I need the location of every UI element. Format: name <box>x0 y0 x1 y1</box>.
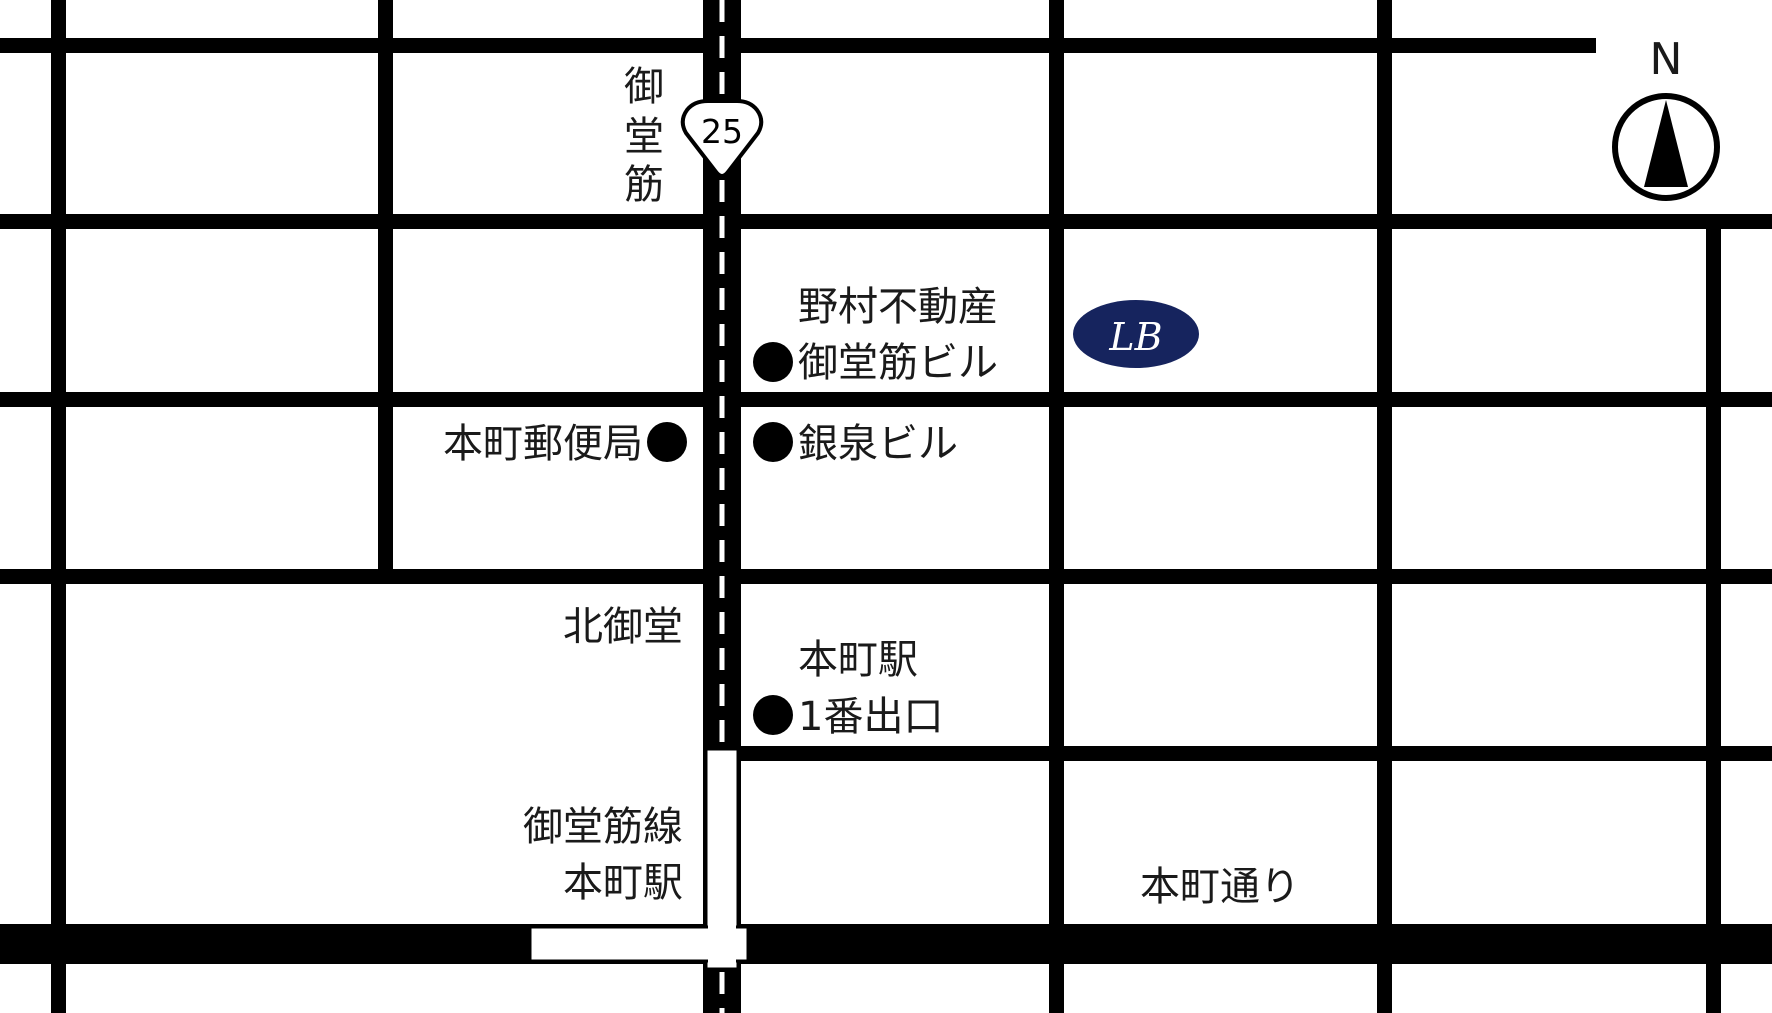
location-dot-icon <box>647 422 687 462</box>
area-label-kita-mido: 北御堂 <box>563 604 683 650</box>
logo-text: LB <box>1108 315 1162 359</box>
station-name-label: 本町駅 <box>563 860 683 906</box>
ginsen-label: 銀泉ビル <box>798 421 958 467</box>
route-number: 25 <box>701 112 743 151</box>
route-25-shield: 25 <box>680 99 764 178</box>
midosuji-char-1: 御 <box>624 64 664 110</box>
street-v2 <box>378 0 393 576</box>
north-arrow-icon: N <box>1612 34 1720 201</box>
landmark-post-office: 本町郵便局 <box>443 421 687 467</box>
landmark-ginsen-building: 銀泉ビル <box>753 421 958 467</box>
street-h4 <box>0 569 1772 584</box>
street-honmachi-dori <box>0 924 1772 964</box>
lb-logo: LB <box>1073 300 1199 368</box>
location-dot-icon <box>753 695 793 735</box>
landmark-nomura-building: 野村不動産 御堂筋ビル <box>753 284 998 386</box>
midosuji-char-2: 堂 <box>624 114 664 160</box>
station-line-label: 御堂筋線 <box>523 804 683 850</box>
north-label: N <box>1650 34 1683 85</box>
location-dot-icon <box>753 422 793 462</box>
nomura-label-line2: 御堂筋ビル <box>798 340 998 386</box>
street-h1 <box>0 38 1596 53</box>
street-v1 <box>51 0 66 1013</box>
midosuji-char-3: 筋 <box>624 162 664 208</box>
post-office-label: 本町郵便局 <box>443 421 643 467</box>
street-h2 <box>0 214 1772 229</box>
exit-label-line1: 本町駅 <box>798 637 918 683</box>
street-v6 <box>1706 222 1721 1013</box>
street-h5 <box>730 746 1772 761</box>
street-v5 <box>1377 0 1392 1013</box>
landmark-station-exit-1: 本町駅 1番出口 <box>753 637 943 740</box>
subway-station-symbol <box>528 747 750 971</box>
street-h3 <box>0 392 1772 407</box>
station-label-honmachi: 御堂筋線 本町駅 <box>523 804 683 906</box>
nomura-label-line1: 野村不動産 <box>798 284 998 330</box>
street-v4 <box>1049 0 1064 1013</box>
street-label-honmachi-dori: 本町通り <box>1140 864 1300 910</box>
exit-label-line2: 1番出口 <box>798 694 943 740</box>
location-dot-icon <box>753 342 793 382</box>
